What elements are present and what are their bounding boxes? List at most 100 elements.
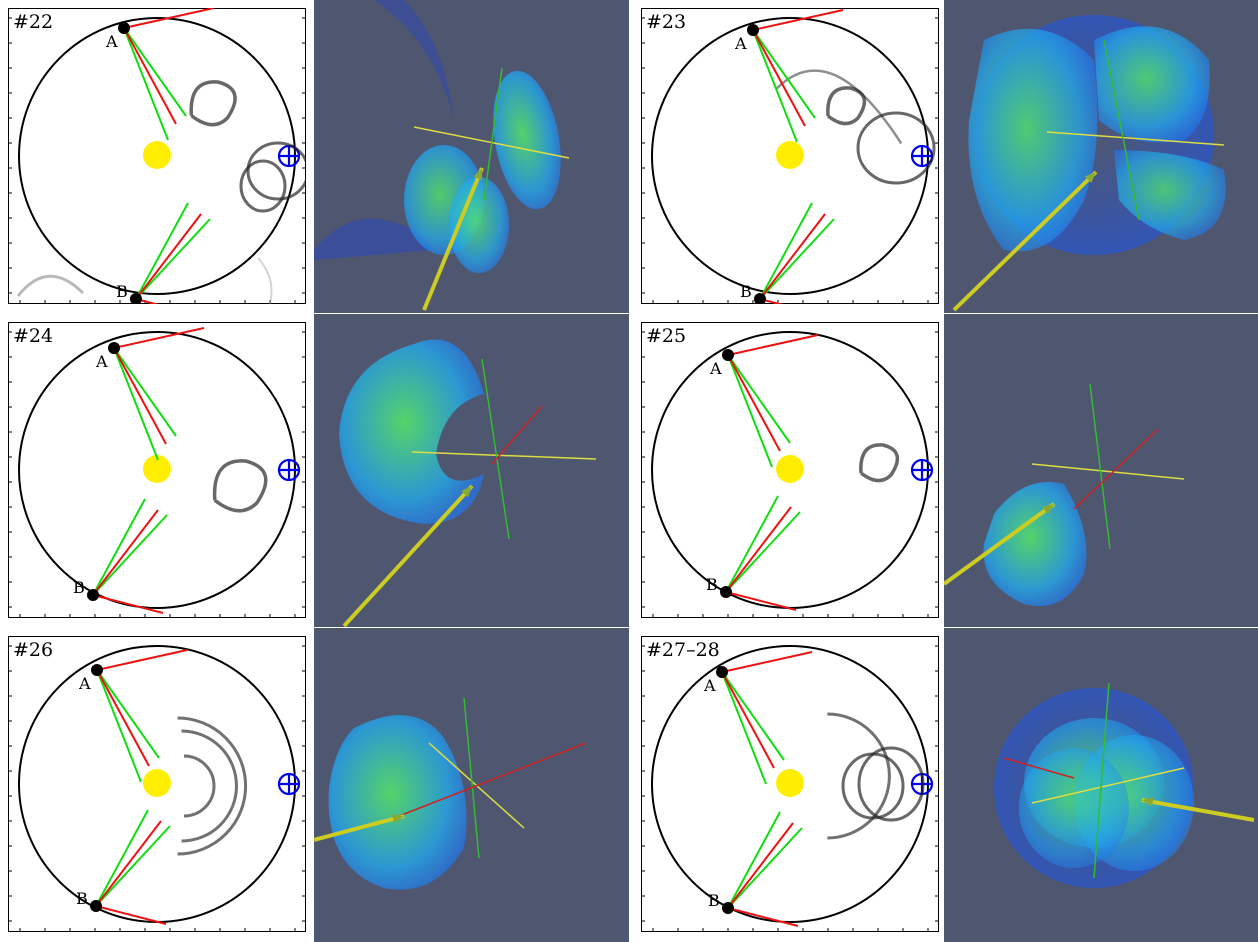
sc-a-line-green [727, 354, 773, 468]
spacecraft-b-label: B [116, 282, 128, 301]
axis-line [393, 742, 587, 819]
cme-trace [775, 69, 903, 145]
sc-b-line-green [727, 811, 781, 909]
frame-23-render [944, 0, 1258, 313]
cme-lobe [374, 0, 454, 120]
axis-line [463, 697, 480, 859]
frame-label: #24 [13, 325, 53, 347]
cme-lobe [1094, 26, 1210, 143]
spacecraft-b-label: B [740, 282, 752, 301]
frame-26-render [314, 628, 629, 942]
view-arrow [342, 484, 474, 627]
spacecraft-b [87, 589, 99, 601]
cme-lobe [1019, 748, 1129, 868]
cme-trace [16, 257, 273, 304]
cme-lobe [983, 482, 1087, 606]
view-arrow [1141, 797, 1255, 822]
sc-a-line-red [727, 334, 819, 356]
sc-b-line-red [135, 298, 160, 304]
frame-22-render [314, 0, 629, 313]
axis-line [1089, 383, 1111, 550]
axis-line [1073, 428, 1159, 510]
spacecraft-a-label: A [734, 34, 747, 53]
cme-arc [775, 69, 903, 145]
cme-arc [257, 257, 273, 304]
sc-a-line-red [123, 27, 177, 125]
frame-27-28-render [944, 628, 1258, 942]
sun [776, 141, 804, 169]
sc-a-line-green [96, 669, 160, 759]
arrow-head [1142, 797, 1154, 807]
frame-label: #26 [13, 639, 53, 661]
axis-line [1031, 463, 1185, 480]
cme-shell [827, 712, 891, 840]
sc-b-line-green [92, 498, 146, 596]
cme-volume [328, 715, 467, 890]
cme-arc [16, 274, 85, 297]
sc-b-line-green [727, 827, 803, 909]
arrow-shaft [1141, 798, 1255, 822]
frame-label: #27–28 [646, 639, 720, 661]
cme-loop [212, 459, 268, 513]
spacecraft-a-label: A [78, 674, 91, 693]
axis-line [1003, 757, 1075, 779]
cme-lobe [493, 70, 561, 210]
cme-lobe [968, 28, 1098, 252]
cme-loop [841, 752, 905, 820]
cme-lobe [328, 715, 467, 890]
arrow-shaft [314, 814, 405, 842]
arrow-shaft [422, 167, 484, 311]
frame-25-render [944, 314, 1258, 627]
axis-line [491, 405, 543, 465]
sc-a-line-green [752, 29, 816, 119]
arrow-head [1084, 172, 1096, 184]
spacecraft-b-label: B [706, 575, 718, 594]
spacecraft-a-label: A [703, 676, 716, 695]
cme-volume [983, 482, 1087, 606]
cme-shell [183, 754, 216, 818]
sc-b-line-green [92, 514, 168, 596]
sc-a-line-green [113, 347, 159, 461]
sc-b-line-red [759, 213, 826, 300]
sun [776, 769, 804, 797]
sun [776, 455, 804, 483]
spacecraft-b [754, 293, 766, 304]
cme-loop [857, 746, 925, 822]
axis-line [1093, 682, 1110, 879]
sc-a-line-red [96, 649, 188, 671]
cme-shell [177, 716, 248, 856]
axis-line [1103, 39, 1140, 221]
sc-a-line-red [123, 8, 215, 29]
spacecraft-b [90, 900, 102, 912]
spacecraft-a [716, 666, 728, 678]
axes [1031, 383, 1185, 550]
cme-loop [826, 86, 867, 126]
sc-a-line-red [752, 29, 806, 127]
sc-a-line-green [721, 671, 785, 761]
sc-a-line-green [727, 354, 791, 444]
axis-line [483, 67, 503, 201]
view-arrow [944, 502, 1056, 586]
sc-a-line-green [752, 29, 798, 143]
sc-b-line-green [759, 202, 813, 300]
frame-23-plot: A B #23 [641, 8, 939, 304]
frame-label: #23 [646, 11, 686, 33]
sc-a-line-green [123, 27, 187, 117]
cme-trace [239, 159, 287, 213]
sc-b-line-red [92, 509, 159, 596]
cme-trace [246, 141, 306, 201]
axis-line [1031, 767, 1185, 804]
cme-volume [314, 0, 561, 273]
sc-a-line-red [96, 669, 150, 767]
spacecraft-a [722, 349, 734, 361]
spacecraft-a [91, 664, 103, 676]
sc-b-line-green [759, 218, 835, 300]
spacecraft-a-label: A [105, 32, 118, 51]
spacecraft-a [747, 24, 759, 36]
sun [143, 455, 171, 483]
sun [143, 769, 171, 797]
sc-a-line-red [721, 671, 775, 769]
sc-b-line-red [727, 822, 794, 909]
cme-trace [181, 729, 238, 843]
